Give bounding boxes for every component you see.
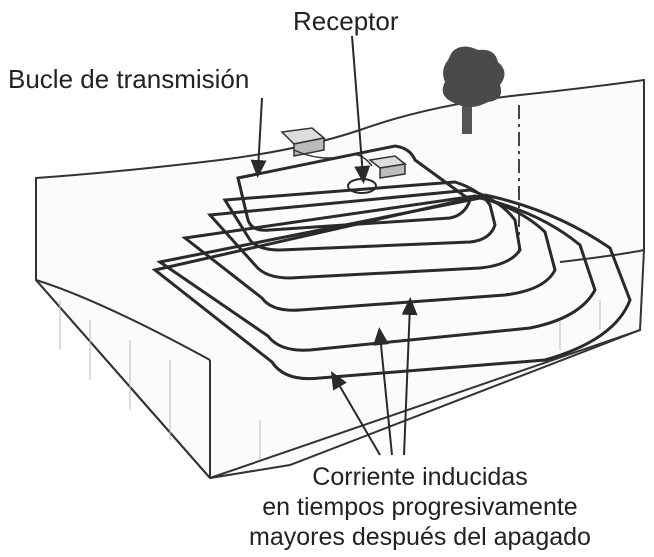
tree-icon (442, 46, 505, 134)
ground-front-face (35, 279, 211, 479)
annotation-arrows (250, 35, 418, 456)
induced-current-loops (151, 180, 632, 381)
ground-front-top-edge (35, 279, 211, 361)
caption-line-3: mayores después del apagado (249, 523, 591, 551)
caption-line-2: en tiempos progresivamente (262, 493, 578, 521)
receiver-unit (368, 155, 407, 179)
bucle-arrow (250, 97, 267, 178)
current-loop-3 (181, 194, 557, 312)
current-arrow-1 (330, 371, 381, 456)
current-arrow-2 (373, 327, 393, 456)
ground-block (35, 78, 645, 480)
current-loop-4 (156, 196, 597, 352)
transmission-loop-label: Bucle de transmisión (8, 64, 250, 94)
caption-line-1: Corriente inducidas (312, 463, 528, 491)
transmitter-unit (280, 127, 326, 157)
ground-back-edge (559, 249, 645, 263)
induced-currents-caption: Corriente inducidas en tiempos progresiv… (210, 462, 630, 552)
current-loop-5 (151, 193, 632, 381)
ground-front-edge (209, 329, 641, 479)
receptor-arrow (351, 35, 371, 184)
ground-top-surface (35, 78, 645, 480)
ground-texture (59, 300, 601, 460)
current-arrow-3 (401, 297, 418, 456)
receptor-label: Receptor (293, 6, 399, 36)
